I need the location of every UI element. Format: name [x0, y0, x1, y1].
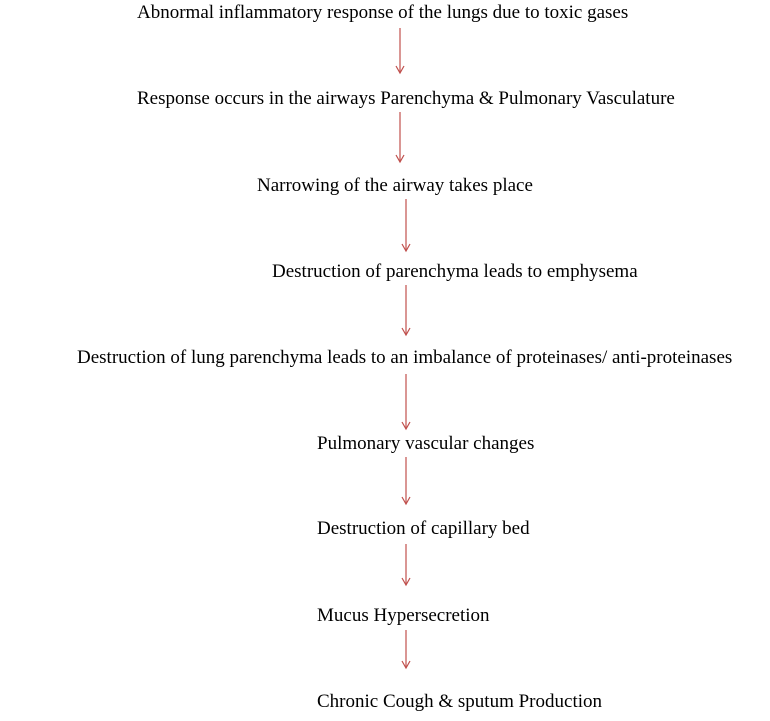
step-inflammatory-response: Abnormal inflammatory response of the lu… — [137, 2, 629, 23]
flow-arrow-1 — [395, 28, 405, 75]
step-proteinase-imbalance: Destruction of lung parenchyma leads to … — [77, 347, 733, 368]
step-airway-narrowing: Narrowing of the airway takes place — [257, 175, 533, 196]
step-capillary-destruction: Destruction of capillary bed — [317, 518, 530, 539]
flow-arrow-2 — [395, 112, 405, 164]
step-emphysema: Destruction of parenchyma leads to emphy… — [272, 261, 638, 282]
step-response-sites: Response occurs in the airways Parenchym… — [137, 88, 675, 109]
flow-arrow-5 — [401, 374, 411, 431]
step-mucus-hypersecretion: Mucus Hypersecretion — [317, 605, 490, 626]
flow-arrow-6 — [401, 457, 411, 506]
flow-arrow-8 — [401, 630, 411, 670]
step-chronic-cough: Chronic Cough & sputum Production — [317, 691, 602, 712]
flow-arrow-4 — [401, 285, 411, 337]
step-vascular-changes: Pulmonary vascular changes — [317, 433, 535, 454]
flow-arrow-7 — [401, 544, 411, 587]
flow-arrow-3 — [401, 199, 411, 253]
